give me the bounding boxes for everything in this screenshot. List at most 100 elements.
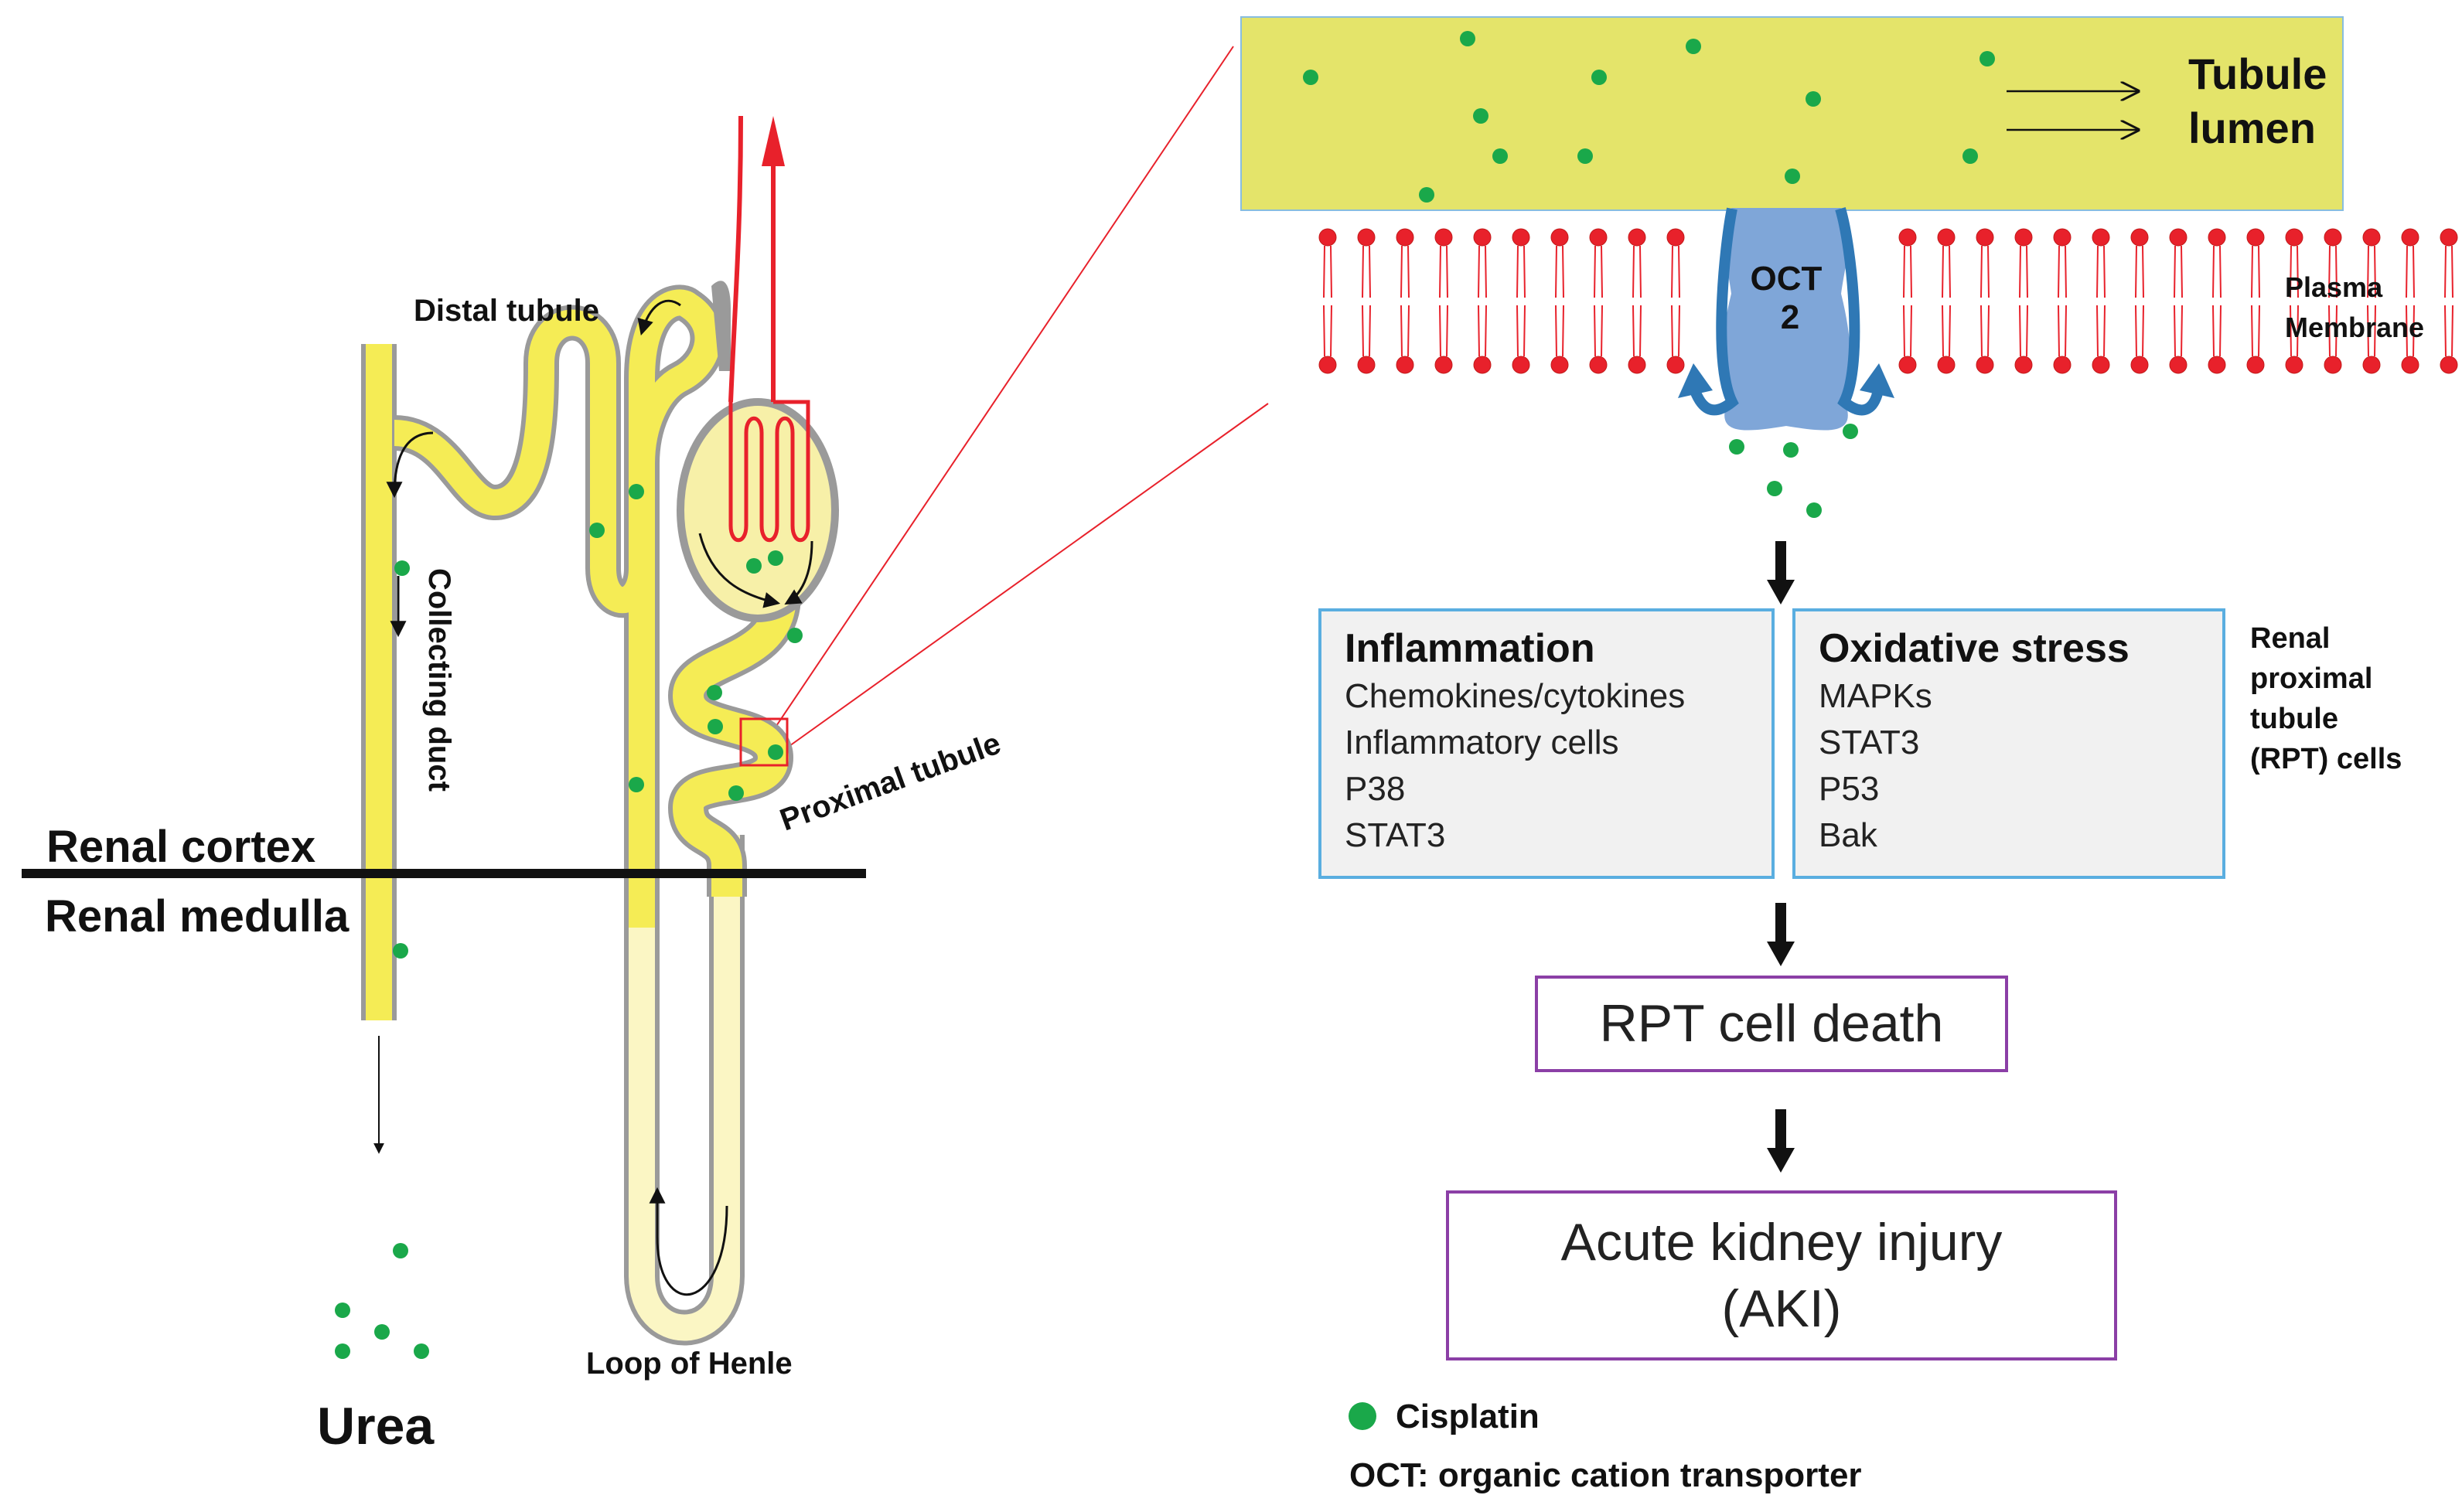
cisplatin-dot (768, 550, 783, 566)
cisplatin-dot (393, 943, 408, 959)
lipid-tail (1942, 245, 1951, 357)
lipid-tail (1980, 245, 1990, 357)
efferent-arrowhead (762, 116, 785, 166)
lipid-head (2208, 356, 2226, 374)
lipid-head (1396, 228, 1414, 247)
cisplatin-dot (1686, 39, 1701, 54)
label-distal-tubule: Distal tubule (414, 294, 599, 328)
legend-oct-definition: OCT: organic cation transporter (1349, 1456, 1862, 1494)
lipid-head (2169, 228, 2187, 247)
lipid-tail (2019, 245, 2028, 357)
lipid-tail (2367, 245, 2376, 357)
zoom-line-bottom (772, 403, 1269, 758)
lipid-head (1512, 228, 1530, 247)
inflammation-title: Inflammation (1345, 626, 1595, 671)
cisplatin-dot (1806, 502, 1822, 518)
legend-cisplatin-dot (1349, 1402, 1376, 1430)
cisplatin-dot (708, 719, 723, 734)
lipid-tail (2212, 245, 2222, 357)
cisplatin-dot (728, 785, 744, 801)
cisplatin-dot (393, 1243, 408, 1258)
cisplatin-dot (629, 777, 644, 792)
lipid-head (1357, 228, 1376, 247)
lipid-head (2169, 356, 2187, 374)
lipid-head (2092, 228, 2110, 247)
inflammation-item: Inflammatory cells (1345, 724, 1619, 761)
lipid-head (2440, 356, 2458, 374)
zoom-inset-box (739, 717, 789, 767)
legend-cisplatin: Cisplatin (1396, 1398, 1540, 1435)
lipid-tail (1439, 245, 1448, 357)
lipid-head (2130, 228, 2149, 247)
cisplatin-dot (394, 560, 410, 576)
flow-arrow-distal (637, 299, 681, 336)
lipid-head (1898, 228, 1917, 247)
cisplatin-dot (335, 1303, 350, 1318)
lipid-head (1898, 356, 1917, 374)
inflammation-item: STAT3 (1345, 816, 1446, 854)
oxidative-item: Bak (1819, 816, 1877, 854)
lipid-head (2130, 356, 2149, 374)
bowmans-capsule (677, 398, 839, 622)
label-membrane: Membrane (2285, 312, 2424, 343)
lipid-tail (2135, 245, 2144, 357)
rpt-label-3: tubule (2250, 703, 2338, 735)
lipid-tail (2328, 245, 2338, 357)
lipid-head (1666, 356, 1685, 374)
lipid-tail (2406, 245, 2415, 357)
cisplatin-dot (1767, 481, 1782, 496)
cisplatin-dot (1843, 424, 1858, 439)
lipid-tail (1323, 245, 1332, 357)
label-collecting-duct: Collecting duct (422, 568, 456, 792)
lipid-tail (1478, 245, 1487, 357)
lipid-tail (1555, 245, 1564, 357)
lipid-head (1937, 356, 1956, 374)
lipid-head (2401, 228, 2419, 247)
cisplatin-dot (374, 1324, 390, 1340)
cisplatin-dot (1419, 187, 1434, 203)
lipid-head (2285, 356, 2303, 374)
label-tubule: Tubule (2188, 49, 2327, 98)
lipid-head (2440, 228, 2458, 247)
oxidative-item: P53 (1819, 770, 1880, 808)
lipid-tail (2096, 245, 2106, 357)
cisplatin-molecules (335, 31, 1995, 1359)
lipid-head (2208, 228, 2226, 247)
lipid-head (2362, 228, 2381, 247)
lipid-tail (1400, 245, 1410, 357)
label-proximal-tubule: Proximal tubule (776, 726, 1005, 837)
cisplatin-dot (335, 1343, 350, 1359)
lipid-tail (1362, 245, 1371, 357)
inflammation-item: Chemokines/cytokines (1345, 677, 1686, 715)
lipid-tail (1903, 245, 1912, 357)
lipid-head (1589, 356, 1608, 374)
label-renal-cortex: Renal cortex (46, 822, 315, 872)
cisplatin-dot (414, 1343, 429, 1359)
rpt-label-1: Renal (2250, 622, 2330, 655)
rpt-label-2: proximal (2250, 662, 2372, 695)
lipid-tail (1594, 245, 1603, 357)
down-arrow-2 (1767, 903, 1795, 966)
oxidative-item: STAT3 (1819, 724, 1920, 761)
cisplatin-dot (1962, 148, 1978, 164)
lipid-head (2246, 228, 2265, 247)
lipid-head (1976, 356, 1994, 374)
lipid-head (2053, 356, 2072, 374)
aki-label-line2: (AKI) (1721, 1279, 1842, 1338)
flow-arrow-collecting (386, 431, 434, 499)
lipid-head (2014, 228, 2033, 247)
lipid-head (1589, 228, 1608, 247)
lipid-head (1473, 356, 1492, 374)
lipid-tail (2058, 245, 2067, 357)
aki-label-line1: Acute kidney injury (1560, 1213, 2003, 1272)
zoom-line-top (772, 46, 1234, 731)
cisplatin-dot (1591, 70, 1607, 85)
lipid-head (1666, 228, 1685, 247)
label-lumen: lumen (2188, 104, 2316, 152)
lipid-bilayer (1318, 228, 2458, 374)
cisplatin-dot (1473, 108, 1488, 124)
rpt-cell-death-label: RPT cell death (1599, 994, 1944, 1053)
lipid-head (2246, 356, 2265, 374)
